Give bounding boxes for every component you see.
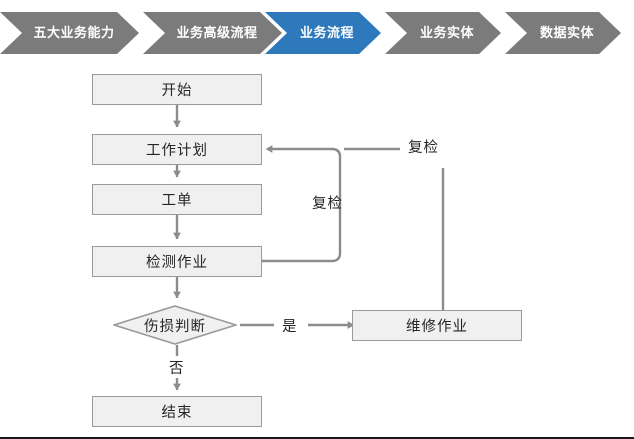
chevron-shape-0[interactable]	[0, 12, 139, 54]
node-inspection-label: 检测作业	[146, 255, 208, 271]
node-end[interactable]: 结束	[92, 396, 262, 427]
edge-label-no: 否	[169, 361, 185, 377]
edge-label-yes: 是	[282, 319, 298, 335]
breadcrumb-item-0[interactable]: 五大业务能力	[14, 12, 134, 54]
node-inspection[interactable]: 检测作业	[92, 246, 262, 277]
breadcrumb-item-0-label: 五大业务能力	[33, 25, 115, 40]
chevron-shape-3[interactable]	[385, 12, 501, 54]
breadcrumb: 五大业务能力 业务高级流程 业务流程 业务实体 数据实体	[0, 12, 634, 54]
node-start-label: 开始	[161, 83, 193, 99]
breadcrumb-item-2[interactable]: 业务流程	[279, 12, 375, 54]
breadcrumb-item-4-label: 数据实体	[539, 25, 594, 40]
edge-label-recheck-inspection: 复检	[312, 196, 343, 212]
breadcrumb-item-3[interactable]: 业务实体	[399, 12, 495, 54]
edge-label-recheck-repair: 复检	[408, 140, 439, 156]
chevron-shape-2[interactable]	[265, 12, 381, 54]
node-damage-decision-label: 伤损判断	[144, 318, 206, 335]
breadcrumb-item-1-label: 业务高级流程	[176, 25, 258, 40]
breadcrumb-item-4[interactable]: 数据实体	[519, 12, 615, 54]
node-work-plan[interactable]: 工作计划	[92, 134, 262, 165]
diamond-shape	[113, 305, 237, 345]
connector-recheck-inspection	[262, 145, 342, 263]
breadcrumb-item-2-label: 业务流程	[299, 25, 354, 40]
node-start[interactable]: 开始	[92, 74, 262, 105]
chevron-shape-1[interactable]	[143, 12, 282, 54]
chevron-shape-4[interactable]	[505, 12, 621, 54]
node-work-order[interactable]: 工单	[92, 184, 262, 215]
node-work-order-label: 工单	[161, 193, 193, 209]
node-work-plan-label: 工作计划	[146, 143, 208, 159]
node-end-label: 结束	[161, 405, 193, 421]
node-repair-label: 维修作业	[406, 319, 468, 335]
breadcrumb-shapes	[0, 12, 621, 54]
breadcrumb-item-3-label: 业务实体	[419, 25, 474, 40]
node-damage-decision[interactable]: 伤损判断	[113, 305, 237, 345]
node-repair[interactable]: 维修作业	[352, 310, 522, 341]
breadcrumb-item-1[interactable]: 业务高级流程	[157, 12, 277, 54]
